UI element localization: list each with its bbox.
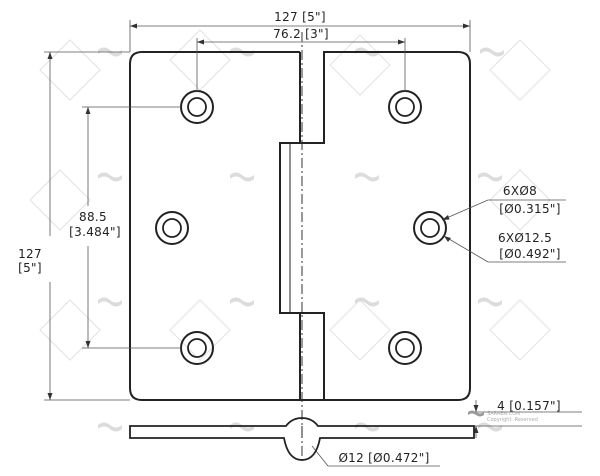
hole-bottom-right bbox=[388, 331, 422, 365]
pin-diameter-label: Ø12 [Ø0.472"] bbox=[338, 451, 429, 465]
countersink-diameter-label: 6XØ12.5 bbox=[498, 231, 552, 245]
hole-diameter-label: 6XØ8 bbox=[503, 184, 537, 198]
watermark-notice: Copyright. Reserved bbox=[487, 417, 538, 423]
hole-bottom-left bbox=[180, 331, 214, 365]
overall-width-label: 127 [5"] bbox=[274, 10, 326, 24]
hole-spacing-vertical-mm-label: 88.5 bbox=[79, 210, 107, 224]
hole-top-right bbox=[388, 90, 422, 124]
overall-height-mm-label: 127 bbox=[18, 247, 42, 261]
watermark-brand: SARABA.COM bbox=[487, 411, 520, 417]
hole-spacing-vertical-in-label: [3.484"] bbox=[69, 225, 121, 239]
thickness-label: 4 [0.157"] bbox=[497, 399, 561, 413]
arrowheads bbox=[47, 23, 479, 433]
hole-middle-right bbox=[413, 211, 447, 245]
hole-top-left bbox=[180, 90, 214, 124]
hole-spacing-horizontal-label: 76.2 [3"] bbox=[273, 27, 329, 41]
dimension-lines bbox=[44, 20, 582, 467]
watermark-badge: SARABA.COM Copyright. Reserved bbox=[468, 410, 538, 423]
hole-middle-left bbox=[155, 211, 189, 245]
countersink-diameter-inch-label: [Ø0.492"] bbox=[499, 247, 560, 261]
dimension-labels: 127 [5"] 76.2 [3"] 127 [5"] 88.5 [3.484"… bbox=[18, 10, 561, 465]
hinge-side-view bbox=[129, 417, 475, 461]
screw-holes bbox=[155, 90, 447, 365]
hole-diameter-inch-label: [Ø0.315"] bbox=[499, 202, 560, 216]
hinge-outline bbox=[129, 51, 471, 401]
overall-height-in-label: [5"] bbox=[18, 261, 42, 275]
